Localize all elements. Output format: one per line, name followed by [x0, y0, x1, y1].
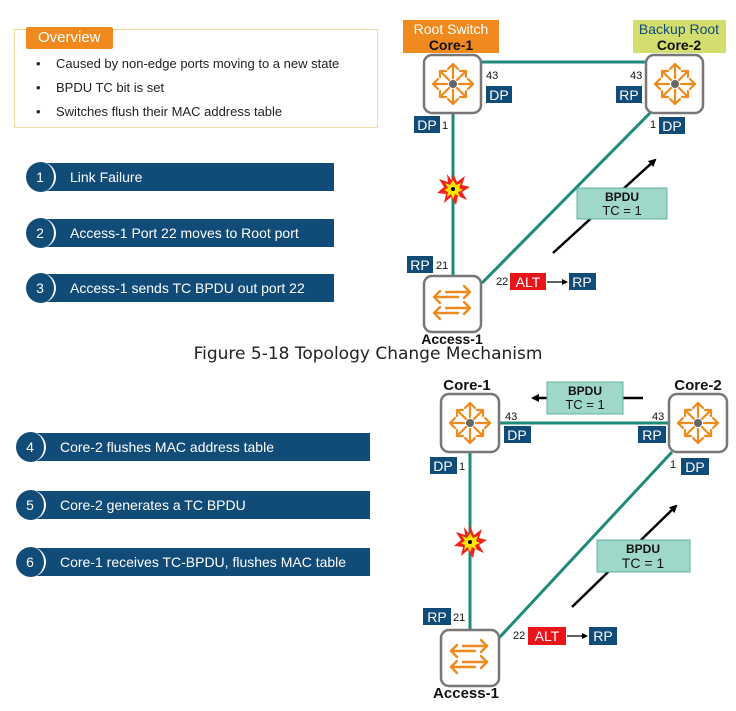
port-role-text: DP — [662, 118, 681, 134]
core1-name: Core-1 — [443, 377, 491, 394]
port-role-text: DP — [433, 458, 452, 474]
port-number: 43 — [505, 411, 517, 423]
alt-port-badge — [510, 273, 546, 290]
step-bar — [42, 274, 334, 302]
step-label: Access-1 sends TC BPDU out port 22 — [70, 280, 305, 296]
overview-bullet: Caused by non-edge ports moving to a new… — [36, 52, 339, 76]
step-number: 1 — [26, 162, 56, 192]
backup-root-label-bg — [633, 20, 726, 53]
bpdu-title: BPDU — [605, 190, 639, 204]
port-role-badge — [423, 608, 451, 625]
port-role-text: RP — [427, 609, 446, 625]
port-role-text: RP — [572, 274, 591, 290]
bpdu-box — [596, 539, 691, 573]
port-role-badge — [414, 116, 440, 133]
bpdu-value: TC = 1 — [565, 397, 604, 412]
port-role-text: DP — [507, 427, 526, 443]
step-bar — [32, 548, 370, 576]
step-bar — [32, 491, 370, 519]
core1-name: Core-1 — [429, 37, 474, 53]
port-number: 22 — [513, 630, 525, 642]
port-number: 21 — [453, 612, 465, 624]
port-role-badge — [486, 86, 512, 103]
step-3: 3 Access-1 sends TC BPDU out port 22 — [26, 273, 334, 303]
port-role-text: RP — [619, 87, 638, 103]
alt-port-badge — [528, 627, 566, 645]
port-number: 21 — [436, 260, 448, 272]
port-role-text: ALT — [535, 628, 560, 644]
step-number: 4 — [16, 432, 46, 462]
step-number: 2 — [26, 218, 56, 248]
port-number: 1 — [650, 119, 656, 131]
access1-name: Access-1 — [433, 685, 499, 702]
port-role-text: RP — [642, 427, 661, 443]
port-number: 43 — [486, 70, 498, 82]
step-5: 5 Core-2 generates a TC BPDU — [16, 490, 370, 520]
step-number: 6 — [16, 547, 46, 577]
bpdu-title: BPDU — [568, 384, 602, 398]
port-role-badge — [638, 426, 666, 443]
core2-role: Backup Root — [639, 21, 719, 37]
bpdu-title: BPDU — [626, 542, 660, 556]
port-role-badge — [407, 256, 433, 273]
core2-name: Core-2 — [674, 377, 722, 394]
root-switch-label-bg — [403, 20, 499, 53]
link-access1-core2 — [497, 450, 674, 640]
port-number: 43 — [652, 411, 664, 423]
step-number: 3 — [26, 273, 56, 303]
port-role-text: RP — [410, 257, 429, 273]
topology-diagram-top: Root Switch Core-1 Backup Root Core-2 43… — [403, 20, 726, 345]
port-role-badge — [504, 426, 531, 443]
port-role-text: DP — [685, 459, 704, 475]
overview-box — [14, 29, 378, 128]
step-bar — [42, 163, 334, 191]
bpdu-value: TC = 1 — [602, 203, 641, 218]
access1-switch — [439, 628, 501, 688]
access1-name: Access-1 — [421, 331, 483, 345]
step-1: 1 Link Failure — [26, 162, 334, 192]
step-bar — [42, 219, 334, 247]
step-6: 6 Core-1 receives TC-BPDU, flushes MAC t… — [16, 547, 370, 577]
link-access1-core2 — [480, 111, 652, 285]
step-label: Core-2 flushes MAC address table — [60, 439, 274, 455]
overview-title: Overview — [26, 27, 113, 49]
figure-caption: Figure 5-18 Topology Change Mechanism — [193, 344, 543, 364]
port-number: 1 — [670, 459, 676, 471]
port-role-badge — [659, 117, 685, 134]
step-label: Core-1 receives TC-BPDU, flushes MAC tab… — [60, 554, 347, 570]
port-role-text: DP — [417, 117, 436, 133]
step-label: Link Failure — [70, 169, 143, 185]
access1-switch — [422, 274, 483, 334]
core2-name: Core-2 — [657, 37, 702, 53]
port-number: 1 — [442, 120, 448, 132]
step-bar — [32, 433, 370, 461]
link-failure-icon — [454, 526, 487, 558]
bpdu-value: TC = 1 — [622, 555, 665, 571]
port-role-text: RP — [593, 628, 612, 644]
bpdu-box — [546, 381, 624, 415]
port-role-badge — [681, 458, 709, 475]
port-role-badge — [616, 86, 642, 103]
overview-list: Caused by non-edge ports moving to a new… — [36, 52, 339, 124]
port-number: 43 — [630, 70, 642, 82]
port-number: 1 — [459, 461, 465, 473]
port-role-text: ALT — [516, 274, 541, 290]
step-4: 4 Core-2 flushes MAC address table — [16, 432, 370, 462]
port-role-badge — [589, 627, 617, 645]
step-label: Access-1 Port 22 moves to Root port — [70, 225, 299, 241]
step-label: Core-2 generates a TC BPDU — [60, 497, 246, 513]
topology-diagram-bottom: Core-1 Core-2 BPDU TC = 1 43 DP DP 1 43 … — [423, 377, 729, 702]
overview-bullet: BPDU TC bit is set — [36, 76, 339, 100]
link-failure-icon — [437, 173, 470, 205]
port-number: 22 — [496, 276, 508, 288]
step-2: 2 Access-1 Port 22 moves to Root port — [26, 218, 334, 248]
port-role-badge — [430, 457, 457, 474]
port-role-badge — [569, 273, 596, 290]
overview-bullet: Switches flush their MAC address table — [36, 100, 339, 124]
core1-role: Root Switch — [414, 21, 489, 37]
port-role-text: DP — [489, 87, 508, 103]
bpdu-box — [576, 187, 668, 220]
step-number: 5 — [16, 490, 46, 520]
